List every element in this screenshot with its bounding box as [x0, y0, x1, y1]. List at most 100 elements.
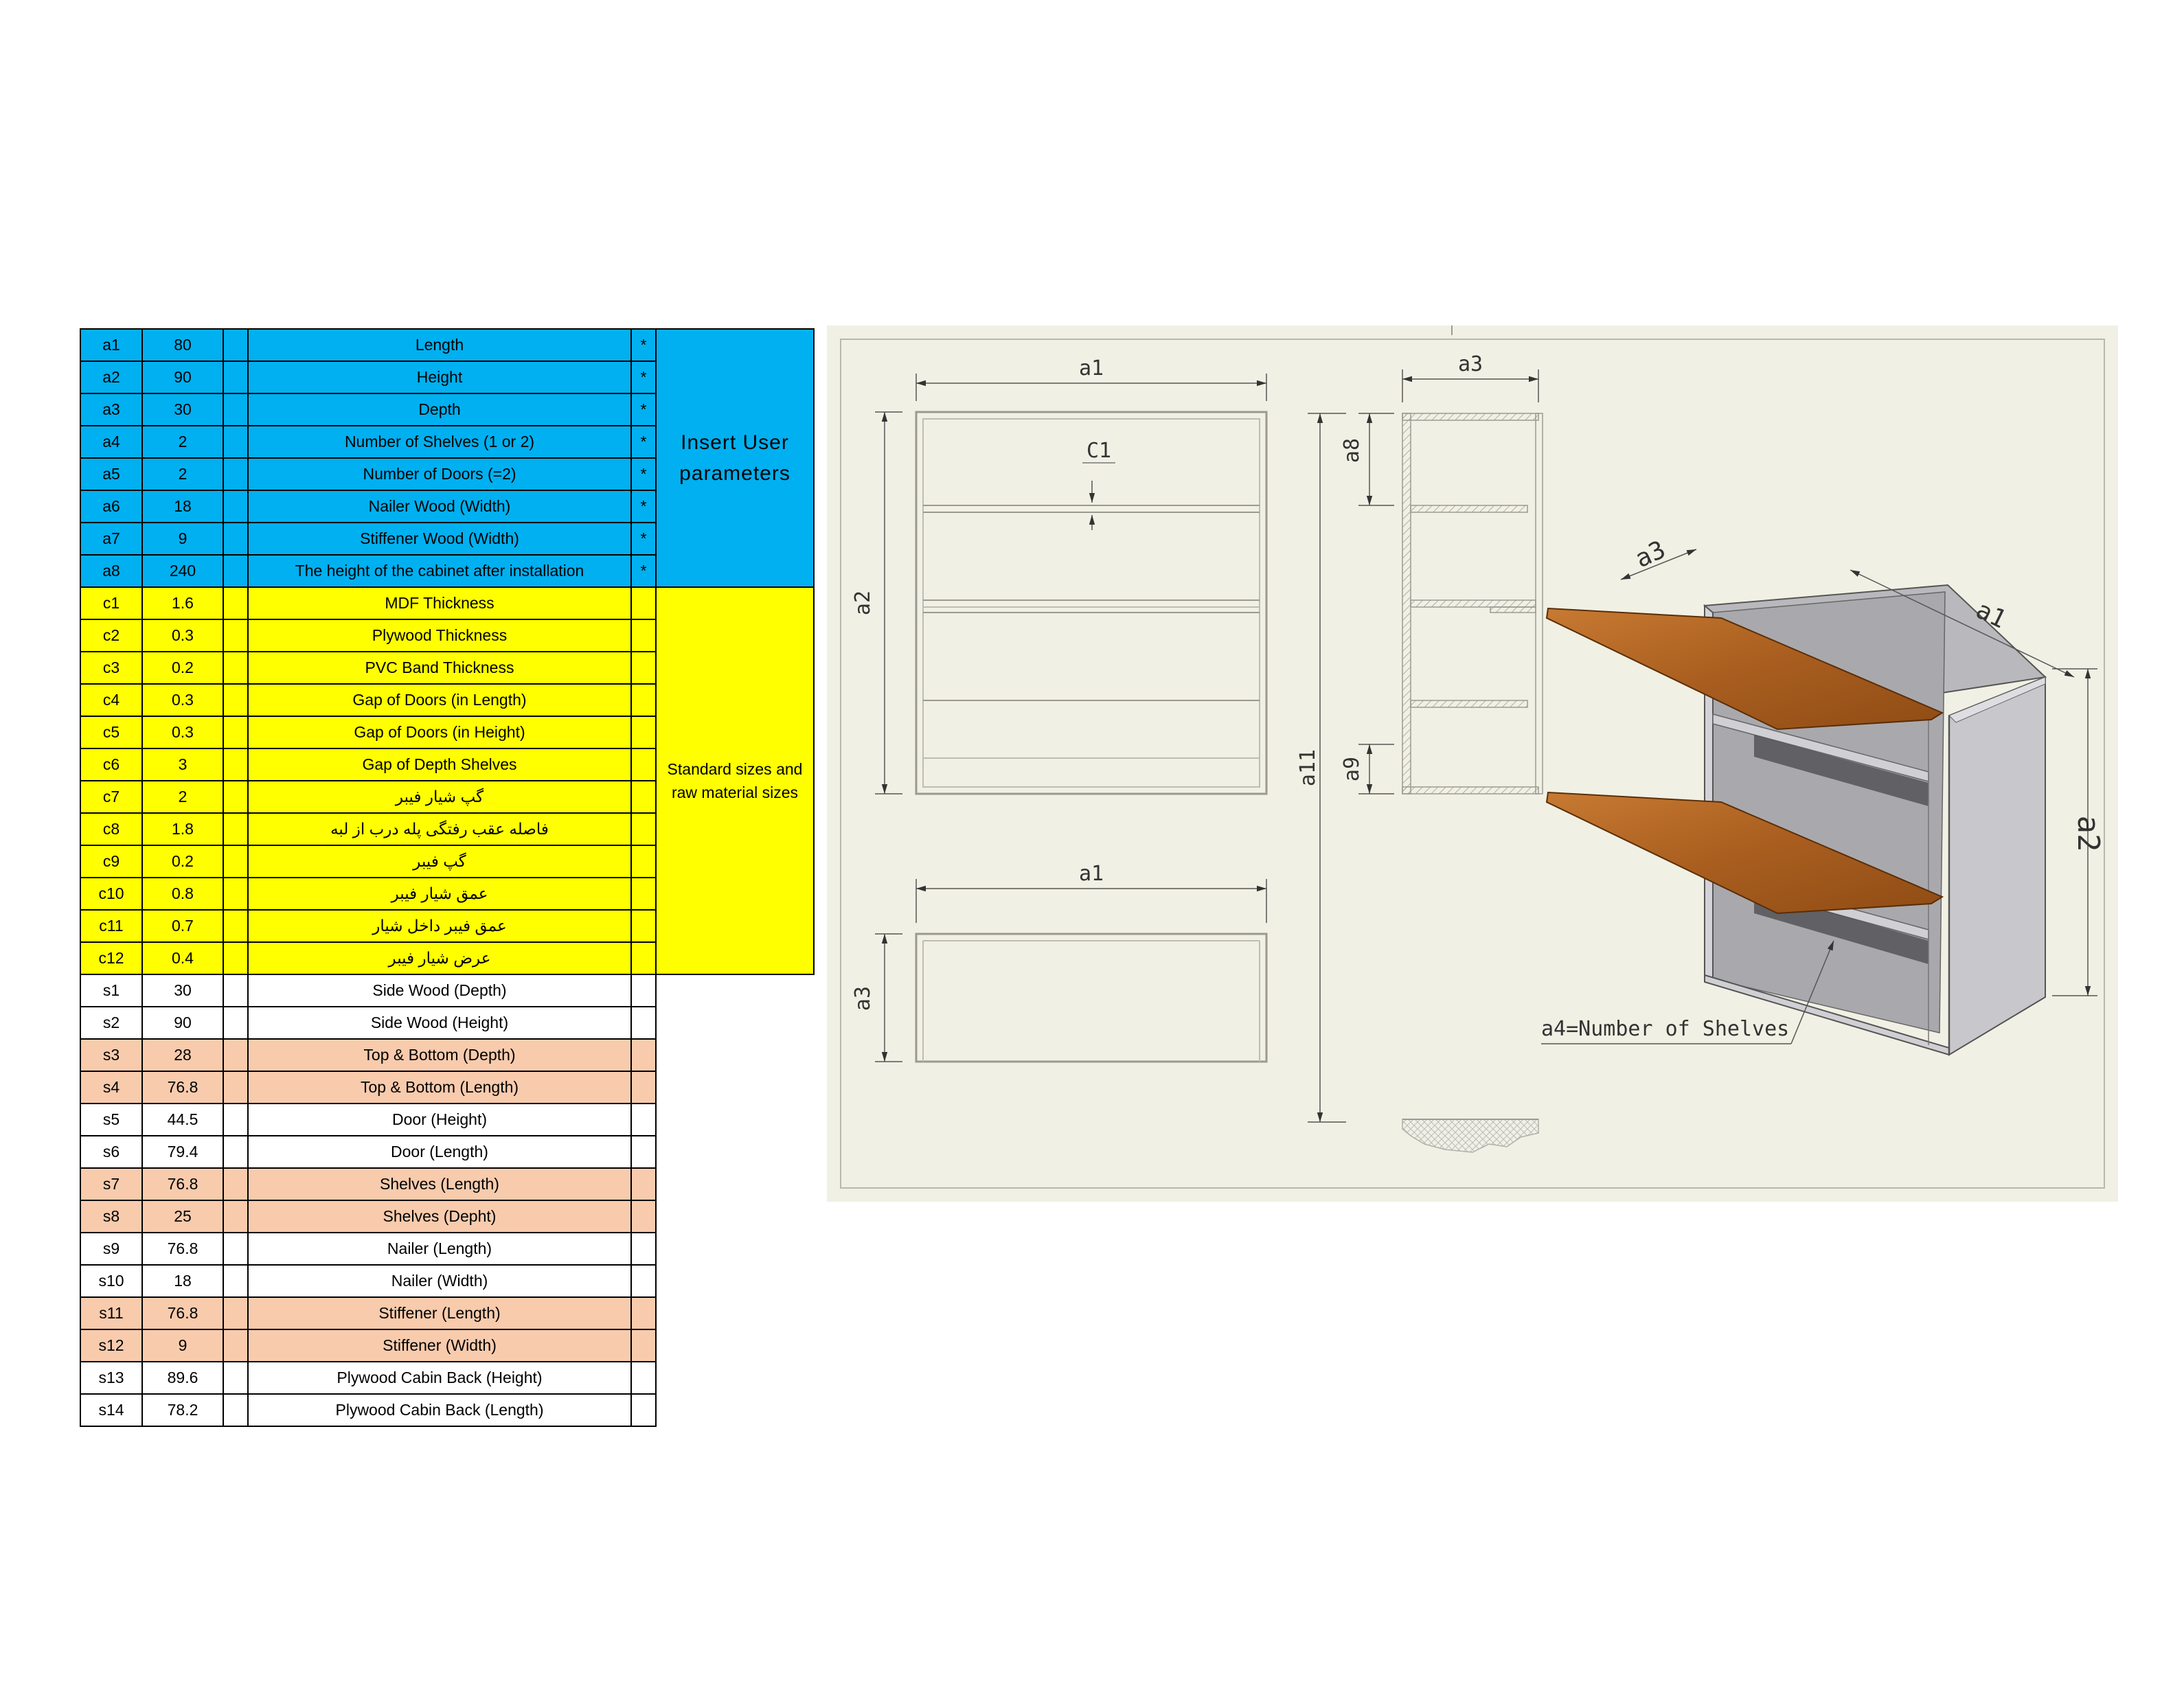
param-required-mark: *: [630, 457, 657, 491]
size-mark: [630, 1071, 657, 1104]
param-value: 0.3: [141, 619, 224, 652]
param-required-mark: *: [630, 393, 657, 426]
size-label: Top & Bottom (Depth): [247, 1038, 632, 1072]
param-spacer: [223, 812, 249, 846]
param-value: 3: [141, 748, 224, 781]
param-required-mark: *: [630, 554, 657, 588]
param-code: a1: [80, 328, 143, 362]
param-code: c3: [80, 651, 143, 685]
size-spacer: [223, 1135, 249, 1169]
param-required-mark: [630, 586, 657, 620]
size-code: s4: [80, 1071, 143, 1104]
empty-cell: [656, 1233, 814, 1265]
isometric-view: a3 a1 a2 a4=Number of Shelves: [1541, 536, 2106, 1056]
param-label: Gap of Doors (in Height): [247, 716, 632, 749]
param-label: Height: [247, 361, 632, 394]
size-label: Door (Height): [247, 1103, 632, 1136]
side-section-view: a3 a8 a9 a11: [1296, 352, 1543, 1153]
size-spacer: [223, 1071, 249, 1104]
param-spacer: [223, 554, 249, 588]
param-value: 9: [141, 522, 224, 556]
param-label: The height of the cabinet after installa…: [247, 554, 632, 588]
size-spacer: [223, 1167, 249, 1201]
param-label: Gap of Depth Shelves: [247, 748, 632, 781]
empty-cell: [656, 1071, 814, 1104]
shelves-callout: a4=Number of Shelves: [1541, 1017, 1789, 1041]
empty-cell: [656, 1200, 814, 1233]
param-label: Stiffener Wood (Width): [247, 522, 632, 556]
empty-cell: [656, 1007, 814, 1039]
size-label: Door (Length): [247, 1135, 632, 1169]
size-spacer: [223, 1232, 249, 1266]
param-value: 0.3: [141, 716, 224, 749]
size-label: Side Wood (Depth): [247, 974, 632, 1007]
size-value: 89.6: [141, 1361, 224, 1395]
size-value: 30: [141, 974, 224, 1007]
size-mark: [630, 1038, 657, 1072]
empty-cell: [656, 1362, 814, 1394]
param-required-mark: [630, 716, 657, 749]
size-label: Shelves (Depht): [247, 1200, 632, 1233]
size-mark: [630, 1264, 657, 1298]
size-value: 25: [141, 1200, 224, 1233]
size-value: 18: [141, 1264, 224, 1298]
param-value: 80: [141, 328, 224, 362]
size-label: Nailer (Length): [247, 1232, 632, 1266]
size-spacer: [223, 1264, 249, 1298]
size-label: Nailer (Width): [247, 1264, 632, 1298]
top-width-label: a1: [1079, 862, 1104, 886]
param-spacer: [223, 780, 249, 814]
param-code: a5: [80, 457, 143, 491]
size-label: Top & Bottom (Length): [247, 1071, 632, 1104]
size-spacer: [223, 1329, 249, 1362]
size-spacer: [223, 1296, 249, 1330]
param-spacer: [223, 425, 249, 459]
param-value: 0.7: [141, 909, 224, 943]
param-spacer: [223, 748, 249, 781]
param-required-mark: *: [630, 490, 657, 523]
size-spacer: [223, 1200, 249, 1233]
size-code: s3: [80, 1038, 143, 1072]
param-spacer: [223, 877, 249, 911]
param-required-mark: *: [630, 361, 657, 394]
size-label: Stiffener (Length): [247, 1296, 632, 1330]
param-spacer: [223, 393, 249, 426]
param-required-mark: [630, 619, 657, 652]
param-value: 0.2: [141, 651, 224, 685]
param-code: c12: [80, 941, 143, 975]
param-label: عرض شیار فیبر: [247, 941, 632, 975]
iso-height-label: a2: [2071, 816, 2106, 852]
param-code: c10: [80, 877, 143, 911]
param-value: 0.3: [141, 683, 224, 717]
size-mark: [630, 1135, 657, 1169]
size-value: 76.8: [141, 1071, 224, 1104]
param-required-mark: [630, 845, 657, 878]
param-code: c4: [80, 683, 143, 717]
param-required-mark: *: [630, 522, 657, 556]
param-required-mark: [630, 877, 657, 911]
param-spacer: [223, 361, 249, 394]
front-view: a1 a2 C1: [851, 356, 1268, 795]
param-value: 1.8: [141, 812, 224, 846]
param-label: Plywood Thickness: [247, 619, 632, 652]
front-width-label: a1: [1079, 356, 1104, 380]
size-label: Shelves (Length): [247, 1167, 632, 1201]
param-code: c1: [80, 586, 143, 620]
param-code: c9: [80, 845, 143, 878]
param-code: c7: [80, 780, 143, 814]
size-value: 78.2: [141, 1393, 224, 1427]
size-spacer: [223, 1006, 249, 1040]
param-spacer: [223, 651, 249, 685]
param-label: Depth: [247, 393, 632, 426]
size-value: 79.4: [141, 1135, 224, 1169]
